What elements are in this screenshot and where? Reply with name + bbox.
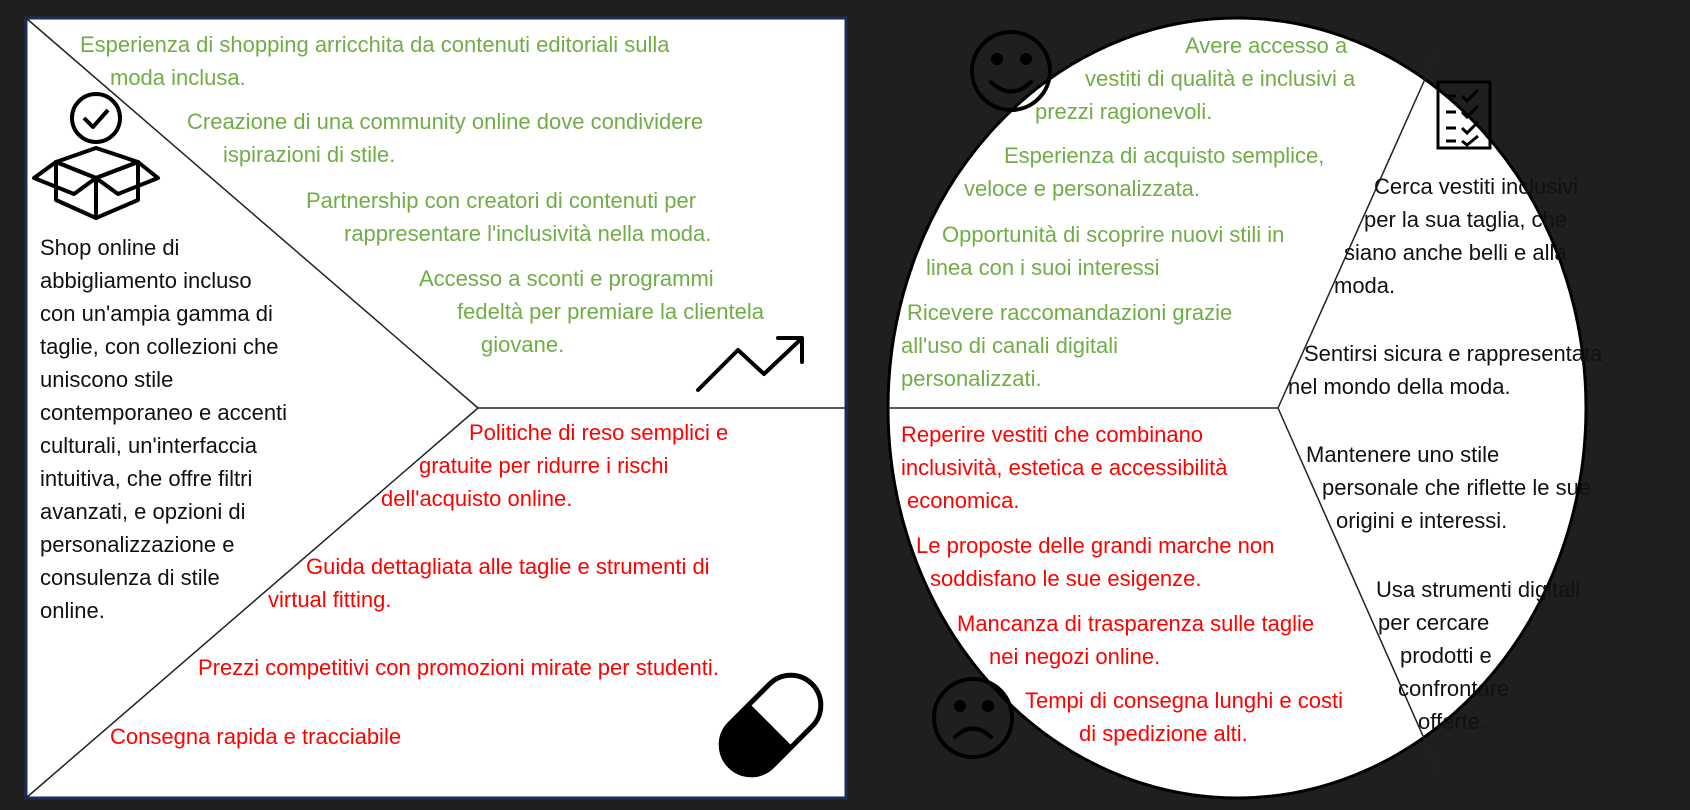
pain-line: soddisfano le sue esigenze. [930,566,1202,591]
pain-line: Le proposte delle grandi marche non [916,533,1275,558]
product-line: online. [40,598,105,623]
pain-line: di spedizione alti. [1079,721,1248,746]
gain-creator-line: Partnership con creatori di contenuti pe… [306,188,697,213]
gain-creator-line: fedeltà per premiare la clientela [457,299,764,324]
product-line: Shop online di [40,235,180,260]
job-line: Usa strumenti digitali [1376,577,1581,602]
product-line: abbigliamento incluso [40,268,252,293]
checklist-icon [1436,80,1492,150]
sad-face-icon [932,677,1014,759]
job-line: Mantenere uno stile [1306,442,1500,467]
job-line: per cercare [1378,610,1490,635]
pain-line: Reperire vestiti che combinano [901,422,1204,447]
product-line: culturali, un'interfaccia [40,433,257,458]
gain-creator-line: ispirazioni di stile. [223,142,396,167]
pain-line: economica. [907,488,1020,513]
product-line: uniscono stile [40,367,174,392]
customer-profile-divider-lower [1277,407,1439,771]
job-line: Sentirsi sicura e rappresentata [1304,341,1603,366]
pain-reliever-item: Politiche di reso semplici e gratuite pe… [381,416,728,515]
product-line: personalizzazione e [40,532,235,557]
gain-line: veloce e personalizzata. [964,176,1201,201]
product-line: intuitiva, che offre filtri [40,466,253,491]
pain-item: Reperire vestiti che combinano inclusivi… [901,418,1227,517]
pain-reliever-line: Guida dettagliata alle taglie e strument… [306,554,710,579]
gain-line: personalizzati. [901,366,1042,391]
pain-item: Mancanza di trasparenza sulle taglie nei… [957,607,1314,673]
job-item: Usa strumenti digitali per cercare prodo… [1376,573,1580,738]
job-line: per la sua taglia, che [1364,207,1568,232]
value-map-divider-upper [25,17,479,409]
pain-reliever-line: Consegna rapida e tracciabile [110,724,402,749]
gain-creator-line: Creazione di una community online dove c… [187,109,704,134]
job-line: origini e interessi. [1336,508,1508,533]
gain-creator-line: rappresentare l'inclusività nella moda. [344,221,712,246]
pain-line: nei negozi online. [989,644,1161,669]
gain-item: Esperienza di acquisto semplice, veloce … [964,139,1324,205]
value-map-divider-lower [25,407,479,799]
gain-line: Avere accesso a [1185,33,1348,58]
job-line: personale che riflette le sue [1322,475,1592,500]
job-line: nel mondo della moda. [1288,374,1511,399]
gain-creator-line: moda inclusa. [110,65,246,90]
gain-item: Ricevere raccomandazioni grazie all'uso … [901,296,1232,395]
pain-item: Le proposte delle grandi marche non sodd… [916,529,1274,595]
gain-creator-item: Accesso a sconti e programmi fedeltà per… [419,262,764,361]
pain-reliever-line: gratuite per ridurre i rischi [419,453,669,478]
pain-reliever-item: Guida dettagliata alle taglie e strument… [268,550,710,616]
job-item: Sentirsi sicura e rappresentata nel mond… [1288,337,1602,403]
product-line: contemporaneo e accenti [40,400,288,425]
job-line: offerte. [1418,709,1487,734]
gain-line: Esperienza di acquisto semplice, [1004,143,1325,168]
pain-reliever-line: dell'acquisto online. [381,486,573,511]
pain-line: Mancanza di trasparenza sulle taglie [957,611,1315,636]
pain-reliever-item: Prezzi competitivi con promozioni mirate… [198,651,719,684]
pain-reliever-line: virtual fitting. [268,587,392,612]
product-description: Shop online di abbigliamento incluso con… [40,231,287,627]
job-line: siano anche belli e alla [1344,240,1567,265]
pain-reliever-line: Prezzi competitivi con promozioni mirate… [198,655,719,680]
product-box-icon [32,92,160,220]
job-line: prodotti e [1400,643,1492,668]
product-line: taglie, con collezioni che [40,334,279,359]
gain-line: all'uso di canali digitali [901,333,1118,358]
product-line: avanzati, e opzioni di [40,499,246,524]
smiley-face-icon [970,30,1052,112]
gain-creator-line: giovane. [481,332,565,357]
pain-reliever-line: Politiche di reso semplici e [469,420,729,445]
gain-creator-line: Esperienza di shopping arricchita da con… [80,32,670,57]
trending-up-icon [696,336,804,392]
job-item: Cerca vestiti inclusivi per la sua tagli… [1334,170,1578,302]
product-line: con un'ampia gamma di [40,301,273,326]
gain-line: Opportunità di scoprire nuovi stili in [942,222,1285,247]
pain-line: inclusività, estetica e accessibilità [901,455,1228,480]
pain-item: Tempi di consegna lunghi e costi di sped… [1025,684,1343,750]
gain-line: prezzi ragionevoli. [1035,99,1213,124]
job-line: Cerca vestiti inclusivi [1374,174,1579,199]
gain-line: vestiti di qualità e inclusivi a [1085,66,1356,91]
gain-creator-item: Esperienza di shopping arricchita da con… [80,28,669,94]
job-item: Mantenere uno stile personale che riflet… [1306,438,1591,537]
product-line: consulenza di stile [40,565,220,590]
customer-profile-divider-upper [1277,49,1439,409]
gain-creator-item: Partnership con creatori di contenuti pe… [306,184,711,250]
pain-reliever-item: Consegna rapida e tracciabile [110,720,401,753]
gain-line: linea con i suoi interessi [926,255,1160,280]
job-line: moda. [1334,273,1396,298]
pill-icon [718,672,824,778]
gain-line: Ricevere raccomandazioni grazie [907,300,1233,325]
gain-item: Avere accesso a vestiti di qualità e inc… [1035,29,1355,128]
gain-item: Opportunità di scoprire nuovi stili in l… [926,218,1284,284]
gain-creator-item: Creazione di una community online dove c… [187,105,703,171]
job-line: confrontare [1398,676,1510,701]
pain-line: Tempi di consegna lunghi e costi [1025,688,1343,713]
gain-creator-line: Accesso a sconti e programmi [419,266,714,291]
